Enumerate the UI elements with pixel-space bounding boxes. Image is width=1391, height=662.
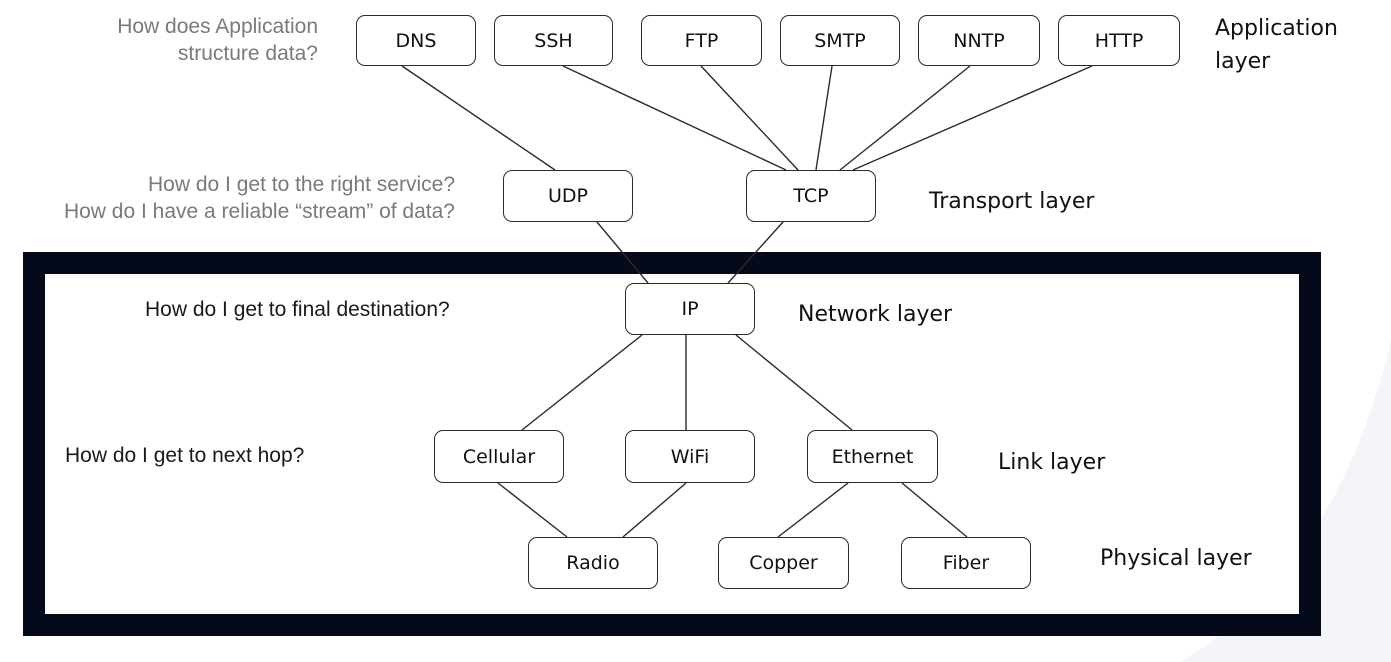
node-copper: Copper — [718, 537, 849, 589]
edge-ip-ethernet — [735, 334, 853, 431]
layer-label-transport: Transport layer — [929, 189, 1095, 214]
node-ssh: SSH — [494, 15, 613, 66]
edge-ftp-tcp — [700, 65, 799, 171]
layer-label-network: Network layer — [798, 302, 953, 327]
question-transport-line2: How do I have a reliable “stream” of dat… — [63, 200, 455, 223]
node-ip: IP — [625, 283, 755, 335]
node-fiber: Fiber — [901, 537, 1031, 589]
layer-label-physical: Physical layer — [1100, 546, 1252, 571]
edge-http-tcp — [852, 65, 1093, 171]
node-nntp: NNTP — [918, 15, 1040, 66]
question-application-line2: structure data? — [177, 42, 318, 65]
question-transport-line1: How do I get to the right service? — [148, 173, 455, 196]
node-ethernet: Ethernet — [807, 430, 938, 483]
edge-udp-ip — [596, 221, 649, 284]
edge-nntp-tcp — [839, 65, 971, 171]
node-cellular: Cellular — [434, 430, 564, 483]
node-ftp: FTP — [641, 15, 762, 66]
edge-smtp-tcp — [815, 65, 833, 171]
node-udp: UDP — [503, 170, 633, 222]
node-smtp: SMTP — [780, 15, 900, 66]
node-http: HTTP — [1058, 15, 1180, 66]
edge-ethernet-copper — [777, 482, 849, 538]
node-tcp: TCP — [746, 170, 876, 222]
edge-wifi-radio — [622, 482, 687, 538]
edge-cellular-radio — [497, 482, 568, 538]
question-transport: How do I get to the right service? How d… — [0, 171, 455, 225]
layer-label-link: Link layer — [998, 450, 1106, 475]
layer-label-application-line2: layer — [1215, 49, 1271, 74]
edge-dns-udp — [401, 65, 556, 171]
edge-ethernet-fiber — [901, 482, 968, 538]
layer-label-application-line1: Application — [1215, 16, 1338, 41]
question-application-line1: How does Application — [117, 15, 318, 38]
node-radio: Radio — [528, 537, 658, 589]
node-dns: DNS — [356, 15, 476, 66]
edge-tcp-ip — [727, 221, 784, 284]
question-network: How do I get to final destination? — [145, 298, 450, 321]
layer-label-application: Application layer — [1215, 12, 1338, 78]
question-link: How do I get to next hop? — [65, 444, 305, 467]
question-application: How does Application structure data? — [30, 13, 318, 67]
edge-ip-cellular — [521, 334, 643, 431]
node-wifi: WiFi — [625, 430, 755, 483]
edge-ssh-tcp — [562, 65, 787, 171]
